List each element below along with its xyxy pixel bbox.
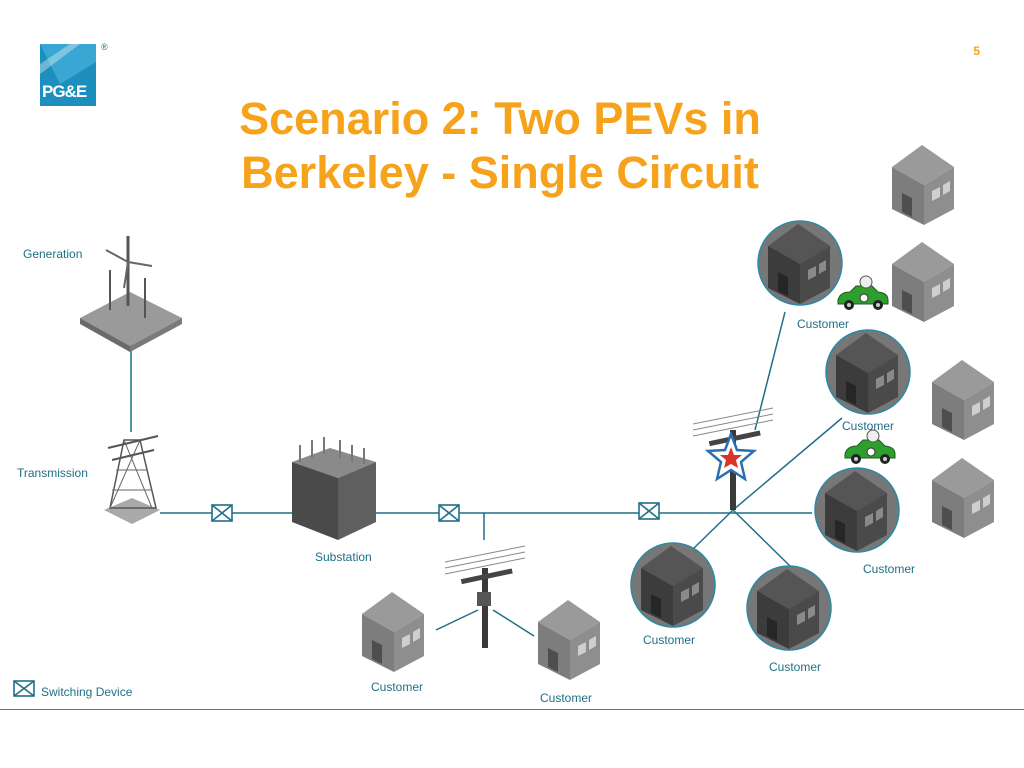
title-line-1: Scenario 2: Two PEVs in — [239, 93, 761, 144]
house-icon — [932, 458, 994, 538]
transmission-tower-icon — [104, 435, 160, 524]
house-icon — [538, 600, 600, 680]
utility-pole-icon — [444, 545, 526, 649]
substation-icon — [292, 437, 376, 540]
customer-label: Customer — [643, 633, 696, 647]
legend-switching-device-label: Switching Device — [41, 685, 133, 699]
switch-icon — [638, 502, 660, 520]
electric-car-icon — [844, 429, 896, 465]
customer-house-icon — [825, 329, 911, 415]
slide-title: Scenario 2: Two PEVs in Berkeley - Singl… — [170, 92, 830, 200]
house-icon — [892, 145, 954, 225]
customer-label: Customer — [540, 691, 593, 705]
star-icon — [704, 430, 758, 482]
transmission-label: Transmission — [17, 466, 88, 480]
customer-label: Customer — [371, 680, 424, 694]
customer-house-icon — [746, 565, 832, 651]
house-icon — [362, 592, 424, 672]
pge-logo — [40, 44, 96, 106]
customer-label: Customer — [842, 419, 895, 433]
customer-house-icon — [630, 542, 716, 628]
customer-label: Customer — [769, 660, 822, 674]
electric-car-icon — [837, 275, 889, 311]
switch-icon — [438, 504, 460, 522]
title-line-2: Berkeley - Single Circuit — [241, 147, 759, 198]
logo-text: PG&E — [42, 82, 87, 101]
generation-label: Generation — [23, 247, 83, 261]
house-icon — [932, 360, 994, 440]
customer-house-icon — [814, 467, 900, 553]
legend-switch-icon — [13, 680, 35, 697]
customer-house-icon — [757, 220, 843, 306]
registered-mark: ® — [101, 42, 108, 52]
house-icon — [892, 242, 954, 322]
footer-divider — [0, 709, 1024, 710]
substation-label: Substation — [315, 550, 372, 564]
customer-label: Customer — [797, 317, 850, 331]
switch-icon — [211, 504, 233, 522]
wind-turbine-icon — [80, 236, 182, 352]
customer-label: Customer — [863, 562, 916, 576]
page-number: 5 — [973, 44, 980, 58]
